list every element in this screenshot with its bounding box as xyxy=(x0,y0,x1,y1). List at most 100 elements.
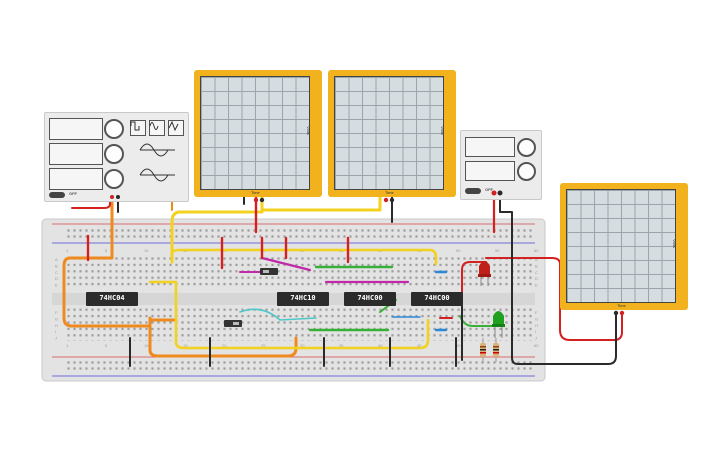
row-letter: G xyxy=(55,316,58,321)
row-letter: B xyxy=(55,263,58,268)
column-label: 60 xyxy=(534,343,539,348)
triangle-wave-icon xyxy=(168,120,179,132)
oscilloscope[interactable]: Volts Time xyxy=(560,183,688,310)
row-letter: I xyxy=(535,329,536,334)
column-label: 30 xyxy=(300,343,305,348)
column-label: 45 xyxy=(417,343,422,348)
scope-screen xyxy=(566,189,676,303)
scope-time-label: Time xyxy=(251,190,260,195)
row-letter: F xyxy=(535,310,538,315)
column-label: 1 xyxy=(66,248,69,253)
row-letter: E xyxy=(535,283,538,288)
power-supply[interactable]: OFF xyxy=(460,130,542,200)
row-letter: J xyxy=(55,336,57,341)
column-label: 50 xyxy=(456,343,461,348)
column-label: 20 xyxy=(222,343,227,348)
square-wave-icon xyxy=(130,121,140,131)
power-label: OFF xyxy=(69,191,77,196)
row-letter: C xyxy=(55,270,58,275)
column-label: 10 xyxy=(144,343,149,348)
ic-74hc10[interactable]: 74HC10 xyxy=(277,292,329,306)
wire-red[interactable] xyxy=(485,257,623,341)
wire-yellow[interactable] xyxy=(174,308,430,350)
row-letter: A xyxy=(55,257,58,262)
wire-orange[interactable] xyxy=(62,195,152,328)
scope-time-label: Time xyxy=(617,303,626,308)
ic-74hc04[interactable]: 74HC04 xyxy=(86,292,138,306)
row-letter: D xyxy=(55,276,58,281)
knob[interactable] xyxy=(104,119,124,139)
function-generator[interactable]: OFF xyxy=(44,112,189,202)
wire-cyan[interactable] xyxy=(239,308,317,321)
ic-74hc00[interactable]: 74HC00 xyxy=(411,292,463,306)
knob[interactable] xyxy=(517,138,536,157)
slide-switch[interactable] xyxy=(224,320,242,327)
column-label: 35 xyxy=(339,343,344,348)
power-switch[interactable] xyxy=(49,192,65,198)
scope-screen xyxy=(200,76,310,190)
row-letter: F xyxy=(55,310,58,315)
column-label: 50 xyxy=(456,248,461,253)
row-letter: C xyxy=(535,270,538,275)
column-label: 10 xyxy=(144,248,149,253)
column-label: 40 xyxy=(378,343,383,348)
knob[interactable] xyxy=(517,162,536,181)
row-letter: D xyxy=(535,276,538,281)
sine-wave-icon xyxy=(139,143,175,157)
column-label: 1 xyxy=(66,343,69,348)
resistor[interactable] xyxy=(480,338,486,362)
led-green[interactable] xyxy=(492,311,505,338)
column-label: 25 xyxy=(261,343,266,348)
sine-wave-icon xyxy=(139,168,175,182)
ic-label: 74HC04 xyxy=(99,294,125,302)
display xyxy=(49,118,103,140)
scope-time-label: Time xyxy=(385,190,394,195)
display xyxy=(49,168,103,190)
column-label: 15 xyxy=(183,343,188,348)
oscilloscope[interactable]: Volts Time xyxy=(194,70,322,197)
wire-purple[interactable] xyxy=(260,256,312,272)
row-letter: I xyxy=(55,329,56,334)
display xyxy=(465,161,515,181)
row-letter: A xyxy=(535,257,538,262)
column-label: 55 xyxy=(495,248,500,253)
row-letter: E xyxy=(55,283,58,288)
row-letter: H xyxy=(55,323,58,328)
sine-wave-icon xyxy=(149,122,159,130)
row-letter: J xyxy=(535,336,537,341)
row-letter: G xyxy=(535,316,538,321)
row-letter: B xyxy=(535,263,538,268)
scope-screen xyxy=(334,76,444,190)
resistor[interactable] xyxy=(493,338,499,362)
oscilloscope[interactable]: Volts Time xyxy=(328,70,456,197)
display xyxy=(465,137,515,157)
wire-yellow[interactable] xyxy=(170,248,438,266)
row-letter: H xyxy=(535,323,538,328)
square-wave-button[interactable] xyxy=(130,120,146,136)
power-label: OFF xyxy=(485,187,493,192)
wire-orange[interactable] xyxy=(148,316,298,358)
wire-red[interactable] xyxy=(71,196,111,209)
slide-switch[interactable] xyxy=(260,268,278,275)
wire-yellow[interactable] xyxy=(148,280,178,312)
ic-label: 74HC00 xyxy=(357,294,383,302)
knob[interactable] xyxy=(104,144,124,164)
ic-74hc00[interactable]: 74HC00 xyxy=(344,292,396,306)
led-red[interactable] xyxy=(478,261,491,286)
display xyxy=(49,143,103,165)
column-label: 60 xyxy=(534,248,539,253)
column-label: 5 xyxy=(105,343,108,348)
wire-yellow[interactable] xyxy=(170,195,264,264)
column-label: 5 xyxy=(105,248,108,253)
ic-label: 74HC10 xyxy=(290,294,316,302)
ic-label: 74HC00 xyxy=(424,294,450,302)
knob[interactable] xyxy=(104,169,124,189)
wire-yellow[interactable] xyxy=(260,195,382,212)
power-switch[interactable] xyxy=(465,188,481,194)
wire-black[interactable] xyxy=(499,196,617,365)
